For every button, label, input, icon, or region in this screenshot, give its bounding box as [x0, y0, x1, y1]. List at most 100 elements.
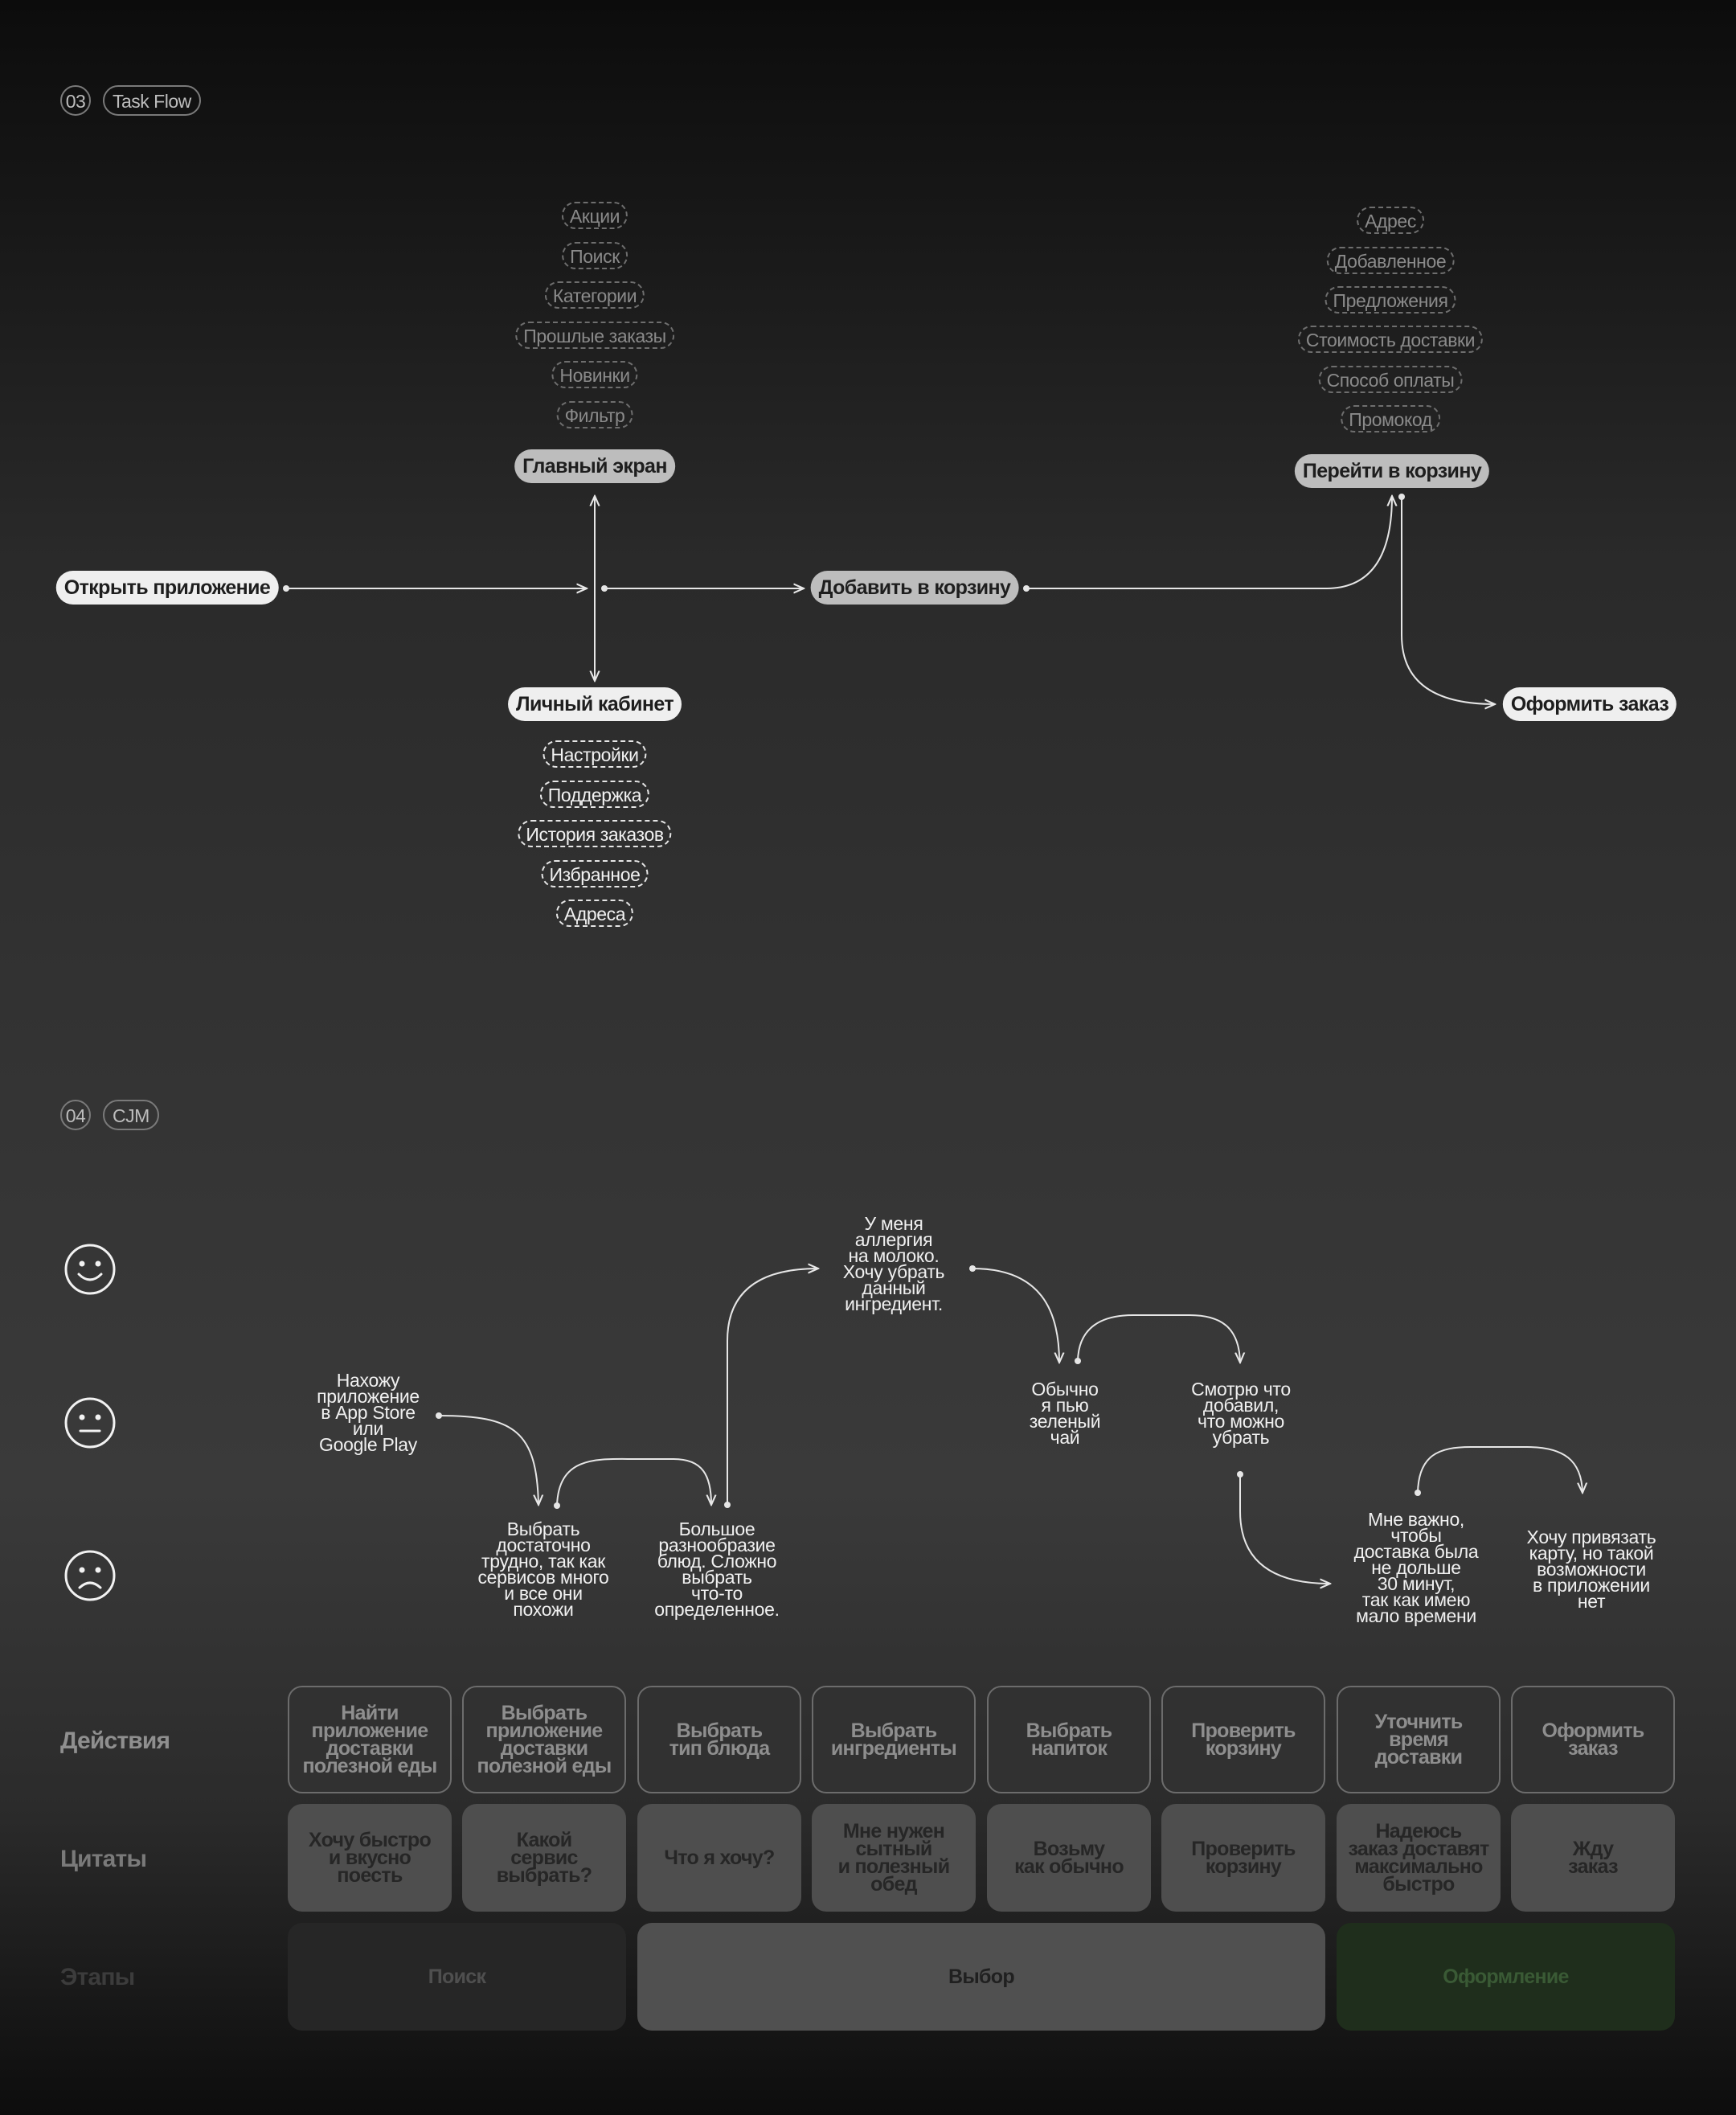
cell-line: Оформить: [1542, 1719, 1644, 1742]
cell-line: Выбрать: [676, 1719, 763, 1742]
node-checkout: Оформить заказ: [1502, 687, 1677, 721]
stage-choice: Выбор: [637, 1923, 1325, 2031]
cell-line: заказ доставят: [1348, 1838, 1489, 1860]
cjm-link-4: [972, 1268, 1059, 1363]
quote-line: возможности: [1537, 1559, 1646, 1580]
section-label-taskflow: Task Flow: [103, 85, 201, 116]
account-item: Настройки: [542, 740, 647, 768]
node-account: Личный кабинет: [508, 687, 682, 721]
quote-line: аллергия: [854, 1229, 933, 1250]
neutral-face-icon: [64, 1397, 116, 1449]
cell-line: тип блюда: [669, 1737, 771, 1760]
row-label-quotes: Цитаты: [60, 1846, 147, 1872]
cell-line: ингредиенты: [830, 1737, 957, 1760]
cart-item: Предложения: [1325, 286, 1456, 314]
main-screen-item: Поиск: [562, 242, 628, 269]
quote-line: зеленый: [1029, 1411, 1101, 1432]
cell-line: корзину: [1205, 1737, 1282, 1760]
quote-line: определенное.: [654, 1599, 780, 1620]
quote-line: чтобы: [1390, 1525, 1442, 1546]
quote-line: в приложении: [1533, 1575, 1650, 1596]
stage-search: Поиск: [288, 1923, 626, 2031]
main-screen-item: Новинки: [551, 361, 638, 388]
quote-line: что можно: [1198, 1411, 1284, 1432]
cjm-link-6: [1239, 1474, 1330, 1584]
quote-line: Нахожу: [336, 1370, 400, 1391]
stage-checkout: Оформление: [1337, 1923, 1675, 2031]
cjm-link-7: [1417, 1446, 1582, 1493]
quote-line: чай: [1050, 1427, 1080, 1448]
quote-line: Google Play: [318, 1434, 417, 1455]
node-go-to-cart: Перейти в корзину: [1294, 454, 1490, 488]
cell-line: как обычно: [1014, 1855, 1124, 1878]
cart-item: Стоимость доставки: [1297, 326, 1484, 353]
cell-line: Хочу быстро: [308, 1829, 432, 1851]
cell-line: Найти: [341, 1702, 399, 1724]
section-number-taskflow: 03: [60, 85, 91, 116]
node-add-to-cart: Добавить в корзину: [810, 571, 1019, 605]
dot-q1: [436, 1412, 442, 1419]
dot-q5: [1075, 1358, 1081, 1364]
quote-line: У меня: [864, 1213, 923, 1234]
cjm-link-5: [1077, 1314, 1240, 1363]
quote-line: приложение: [317, 1386, 420, 1407]
stage-search-label: Поиск: [428, 1965, 486, 1988]
cell-line: корзину: [1205, 1855, 1282, 1878]
cell-line: доставки: [326, 1737, 414, 1760]
cell-line: время: [1389, 1728, 1448, 1751]
cell-line: обед: [870, 1873, 917, 1896]
quote-line: Хочу убрать: [842, 1261, 945, 1282]
cell-line: максимально: [1354, 1855, 1483, 1878]
cart-item: Способ оплаты: [1318, 366, 1463, 393]
section-number-cjm: 04: [60, 1100, 91, 1130]
cell-line: и вкусно: [328, 1847, 411, 1869]
quote-line: Большое: [678, 1519, 755, 1539]
cjm-link-2: [556, 1457, 711, 1506]
quote-line: нет: [1577, 1591, 1606, 1612]
cell-line: Уточнить: [1374, 1711, 1463, 1733]
quote-line: что-то: [691, 1583, 743, 1604]
quote-line: блюд. Сложно: [657, 1551, 777, 1572]
dot-q7: [1415, 1490, 1421, 1496]
dot-add: [1023, 585, 1030, 592]
quote-line: Смотрю что: [1191, 1379, 1291, 1400]
quote-line: убрать: [1212, 1427, 1270, 1448]
cell-line: сервис: [510, 1847, 578, 1869]
quote-line: выбрать: [682, 1567, 752, 1588]
cell-line: поесть: [337, 1864, 403, 1887]
flow-cart-to-checkout: [1401, 497, 1495, 704]
happy-face-icon: [64, 1244, 116, 1295]
quote-line: разнообразие: [658, 1535, 776, 1556]
cell-line: Надеюсь: [1375, 1820, 1462, 1842]
cart-item: Промокод: [1341, 405, 1440, 432]
quote-line: доставка была: [1353, 1541, 1479, 1562]
cell-line: Выбрать: [501, 1702, 588, 1724]
cell-line: доставки: [1374, 1746, 1463, 1769]
quote-line: трудно, так как: [481, 1551, 605, 1572]
cell-line: полезной еды: [302, 1755, 437, 1777]
dot-q4: [969, 1265, 976, 1272]
cell-line: сытный: [855, 1838, 932, 1860]
node-open-app: Открыть приложение: [55, 571, 279, 605]
main-screen-item: Акции: [561, 202, 628, 229]
dot-q2: [554, 1502, 560, 1509]
quote-line: Мне важно,: [1367, 1509, 1465, 1530]
stage-choice-label: Выбор: [948, 1965, 1015, 1988]
cell-line: полезной еды: [477, 1755, 612, 1777]
dot-cart: [1398, 494, 1405, 500]
